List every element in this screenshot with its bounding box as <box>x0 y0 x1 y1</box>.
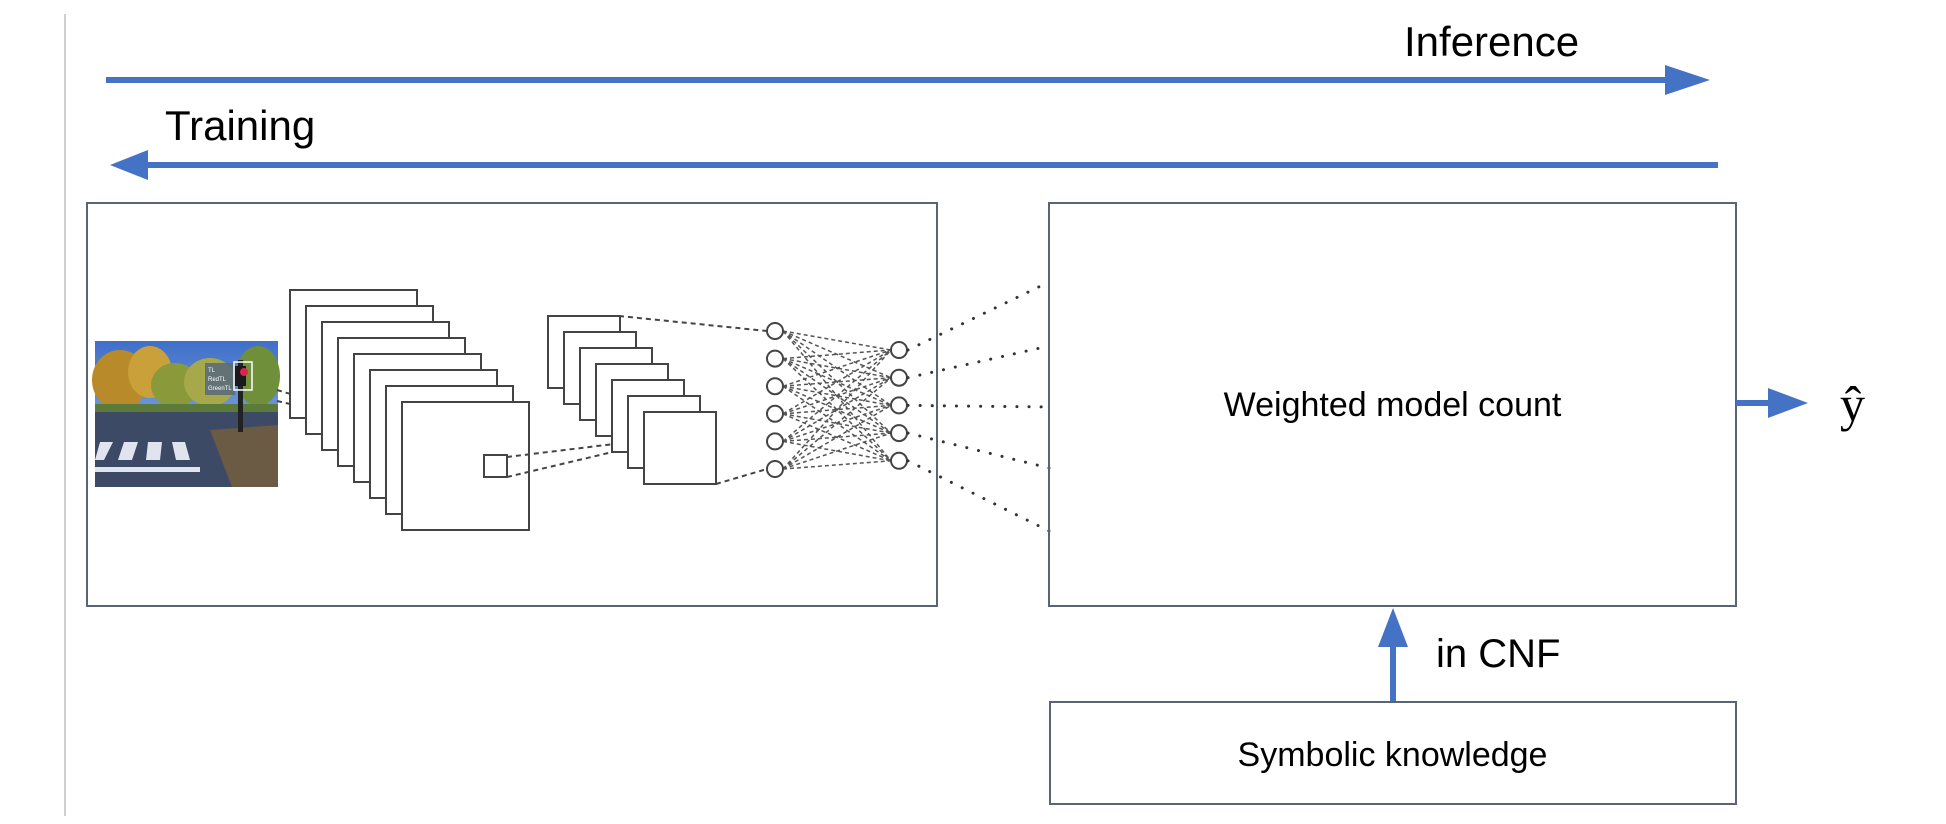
dense-edge <box>782 349 892 442</box>
image-annotation-greentl: GreenTL <box>208 386 232 392</box>
dense-edge <box>782 440 892 462</box>
inference-label: Inference <box>1404 18 1580 65</box>
symbolic-knowledge-box <box>1049 701 1737 805</box>
wmc-input-line <box>906 344 1051 380</box>
cnf-arrow <box>1378 608 1408 702</box>
image-annotation-tl: TL <box>208 368 216 374</box>
dense-connections <box>782 330 892 470</box>
conv-stack-2 <box>547 315 717 485</box>
dense-edge <box>782 377 892 470</box>
neuron <box>890 396 908 415</box>
training-arrow <box>110 150 1718 180</box>
image-annotation-redtl: RedTL <box>208 377 227 383</box>
inference-arrow <box>106 65 1710 95</box>
input-image: TL RedTL GreenTL <box>92 341 280 487</box>
cnf-label: in CNF <box>1436 632 1561 676</box>
outputs-to-wmc-lines <box>906 280 1051 533</box>
dense-edge <box>782 349 892 470</box>
dense-edge <box>782 357 892 407</box>
dense-edge <box>782 385 892 407</box>
neuron <box>766 432 784 451</box>
dense-edge <box>782 432 892 470</box>
neuron <box>890 451 908 470</box>
dense-edge <box>782 413 892 434</box>
dense-edge <box>782 330 892 379</box>
neuron <box>766 460 784 478</box>
neuron <box>766 377 784 396</box>
neuron <box>766 404 784 423</box>
wmc-input-line <box>906 403 1051 409</box>
conv-stack-1 <box>289 289 530 531</box>
dense-edge <box>782 357 892 379</box>
dense-layer-2 <box>890 341 908 470</box>
stack-to-dense-lines <box>618 315 768 485</box>
prediction-output-label: ŷ <box>1840 376 1865 432</box>
dense-edge <box>782 358 892 462</box>
neuron <box>890 424 908 443</box>
wmc-input-line <box>906 459 1051 533</box>
training-label: Training <box>165 102 316 149</box>
neuron <box>890 368 908 387</box>
conv-stack-1-frame <box>401 401 530 531</box>
dense-edge <box>782 413 892 462</box>
neuron <box>890 341 908 359</box>
wmc-input-line <box>906 431 1051 470</box>
dense-edge <box>782 330 892 434</box>
dense-edge <box>782 349 892 387</box>
dense-edge <box>782 330 892 351</box>
weighted-model-count-label: Weighted model count <box>1223 386 1562 424</box>
conv-kernel-square <box>483 454 508 478</box>
conv-stack-2-frame <box>643 411 717 485</box>
neural-network-box <box>86 202 938 607</box>
output-arrow <box>1736 388 1808 418</box>
neuron <box>766 349 784 368</box>
neuron <box>766 322 784 340</box>
wmc-input-line <box>906 280 1051 352</box>
dense-layer-1 <box>766 322 784 478</box>
dense-edge <box>782 460 892 470</box>
symbolic-knowledge-label: Symbolic knowledge <box>1237 736 1548 774</box>
